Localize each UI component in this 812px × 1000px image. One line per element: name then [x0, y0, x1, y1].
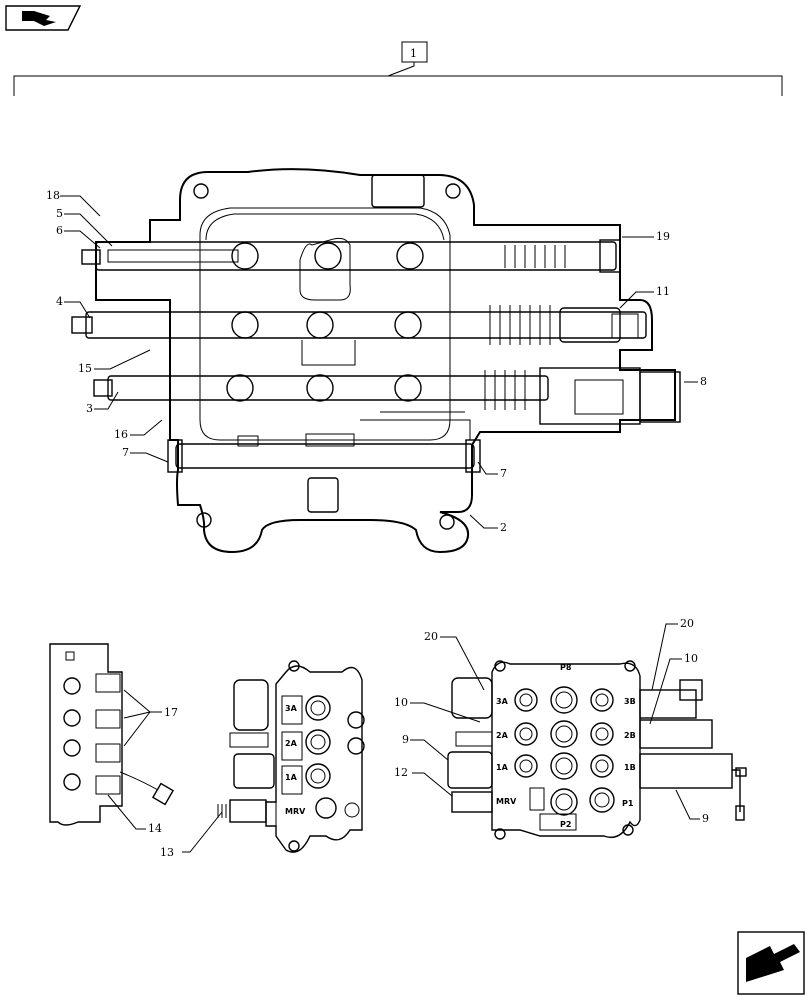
callout-4: 4	[56, 295, 63, 308]
port-3b-right: 3B	[624, 697, 636, 706]
port-3a-mid: 3A	[285, 704, 298, 713]
callout-10-left: 10	[394, 696, 408, 709]
callout-15: 15	[78, 362, 92, 375]
port-1b-right: 1B	[624, 763, 636, 772]
port-mrv-mid: MRV	[285, 807, 306, 816]
callout-7-right: 7	[500, 467, 507, 480]
callout-14: 14	[148, 822, 162, 835]
spool-2	[71, 305, 647, 345]
callout-16: 16	[114, 428, 128, 441]
callout-8: 8	[700, 375, 707, 388]
next-page-arrow-icon[interactable]	[737, 931, 805, 995]
port-p8-right: P8	[560, 663, 572, 672]
spool-3	[93, 367, 681, 425]
callout-20-right: 20	[680, 617, 694, 630]
book-arrow-icon[interactable]	[5, 5, 82, 31]
callout-20-left: 20	[424, 630, 438, 643]
port-2a-mid: 2A	[285, 739, 298, 748]
callout-13: 13	[160, 846, 174, 859]
main-callouts: 18 5 6 4 15 3 16 7 7 2 8 11 19	[46, 189, 707, 534]
callout-10-right: 10	[684, 652, 698, 665]
callout-12: 12	[394, 766, 408, 779]
port-1a-mid: 1A	[285, 773, 298, 782]
spool-1	[81, 239, 621, 273]
ref-box-label: 1	[410, 47, 417, 60]
callout-11: 11	[656, 285, 670, 298]
callout-9-left: 9	[402, 733, 409, 746]
port-p1-right: P1	[622, 799, 634, 808]
bottom-tube	[167, 433, 481, 513]
callout-3: 3	[86, 402, 93, 415]
port-1a-right: 1A	[496, 763, 509, 772]
callout-19: 19	[656, 230, 670, 243]
callout-7-left: 7	[122, 446, 129, 459]
callout-9-right: 9	[702, 812, 709, 825]
port-p2-right: P2	[560, 820, 571, 829]
callout-18: 18	[46, 189, 60, 202]
middle-front-view: 3A 2A 1A MRV 13	[160, 660, 365, 859]
callout-6: 6	[56, 224, 63, 237]
callout-2: 2	[500, 521, 507, 534]
port-mrv-right: MRV	[496, 797, 517, 806]
port-2b-right: 2B	[624, 731, 636, 740]
port-2a-right: 2A	[496, 731, 509, 740]
callout-17: 17	[164, 706, 178, 719]
port-3a-right: 3A	[496, 697, 509, 706]
reference-bracket: 1	[13, 41, 783, 96]
right-front-view: 3A 2A 1A MRV 3B 2B 1B P1 P2 P8 20 20 10 …	[394, 617, 747, 840]
callout-5: 5	[56, 207, 63, 220]
left-side-view: 17 14	[49, 643, 178, 835]
main-valve-cutaway	[71, 168, 681, 554]
